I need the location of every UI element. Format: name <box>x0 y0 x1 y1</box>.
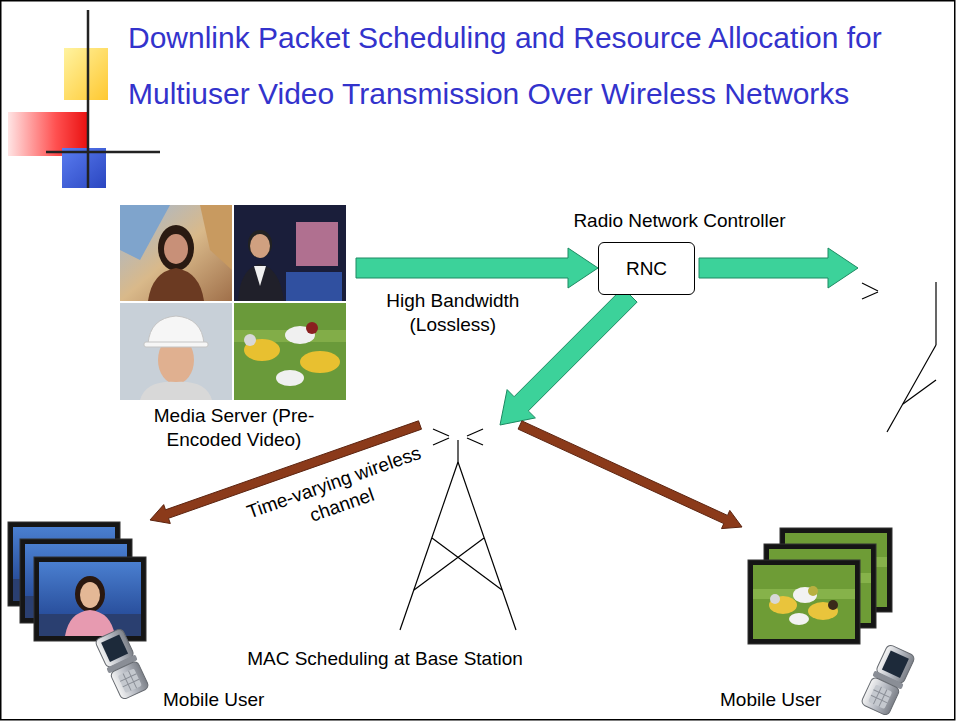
title-decoration <box>64 48 108 100</box>
video-frame-stack-right <box>748 528 892 644</box>
media-server-collage <box>158 225 194 271</box>
mobile-user-node: Mobile User <box>5 520 283 715</box>
mobile-user-node: Mobile User <box>712 527 942 715</box>
media-server-label: Media Server (Pre-Encoded Video) <box>144 404 324 452</box>
edge-label: High Bandwidth (Lossless) <box>378 289 528 337</box>
base-station-tower <box>457 440 458 462</box>
media-server-node: Media Server (Pre-Encoded Video) <box>112 203 356 452</box>
block-arrow <box>356 248 598 288</box>
base-station-tower <box>467 429 483 436</box>
video-frame-stack-right <box>753 565 855 639</box>
title-decoration <box>62 148 106 188</box>
media-server-collage <box>248 230 272 258</box>
media-server-collage <box>250 234 270 258</box>
video-frame-stack-left <box>34 557 146 641</box>
media-server-collage <box>234 303 346 400</box>
video-frame-stack-right <box>748 560 860 644</box>
mobile-phone-right <box>860 643 917 716</box>
media-server-collage <box>296 222 338 266</box>
mobile-phone-left <box>94 627 151 700</box>
media-server-collage <box>148 268 204 301</box>
media-server-collage <box>164 234 188 264</box>
media-server-collage <box>234 205 346 301</box>
media-server-collage <box>300 351 340 373</box>
base-station-tower <box>467 438 483 445</box>
media-server-collage <box>254 266 266 286</box>
green-arrow-to-remote-base-station <box>699 248 858 288</box>
remote-base-station-tower <box>862 283 878 291</box>
media-server-collage <box>144 342 208 347</box>
base-station-tower <box>433 438 449 445</box>
media-server-collage <box>286 272 342 301</box>
media-server-collage <box>244 334 256 346</box>
media-server-collage <box>148 316 204 344</box>
media-server-collage <box>120 303 232 400</box>
remote-base-station-tower <box>935 282 936 345</box>
base-station-tower <box>433 429 449 436</box>
video-frame-stack-left <box>8 522 146 641</box>
remote-base-station-tower <box>887 345 936 432</box>
media-server-collage <box>120 205 346 400</box>
remote-base-station-tower <box>903 380 936 404</box>
base-station-label: MAC Scheduling at Base Station <box>215 647 555 671</box>
mobile-phone-right <box>860 643 917 716</box>
slide-title: Downlink Packet Scheduling and Resource … <box>128 10 938 122</box>
mobile-phone-left <box>94 627 151 700</box>
rnc-box: Radio Network ControllerRNC <box>598 242 695 295</box>
base-station-tower <box>414 538 484 590</box>
rnc-heading: Radio Network Controller <box>550 209 810 233</box>
base-station-tower <box>458 462 516 630</box>
media-server-collage <box>306 322 318 334</box>
remote-base-station-tower <box>862 282 936 432</box>
block-arrow <box>518 421 742 529</box>
media-server-collage <box>200 205 232 270</box>
media-server-collage <box>140 382 212 400</box>
media-server-collage <box>238 264 284 301</box>
title-decoration <box>87 10 90 188</box>
mobile-user-label: Mobile User <box>720 688 942 712</box>
title-decoration <box>46 151 160 154</box>
video-frame-stack-left <box>39 562 141 636</box>
remote-base-station-tower <box>862 292 878 299</box>
media-server-collage <box>120 205 232 301</box>
rnc-label: RNC <box>599 243 694 294</box>
base-station-tower <box>432 538 502 590</box>
block-arrow <box>500 288 637 425</box>
green-arrow-to-remote-base-station <box>699 248 858 288</box>
media-server-collage <box>276 370 304 386</box>
mobile-user-label: Mobile User <box>163 688 283 712</box>
